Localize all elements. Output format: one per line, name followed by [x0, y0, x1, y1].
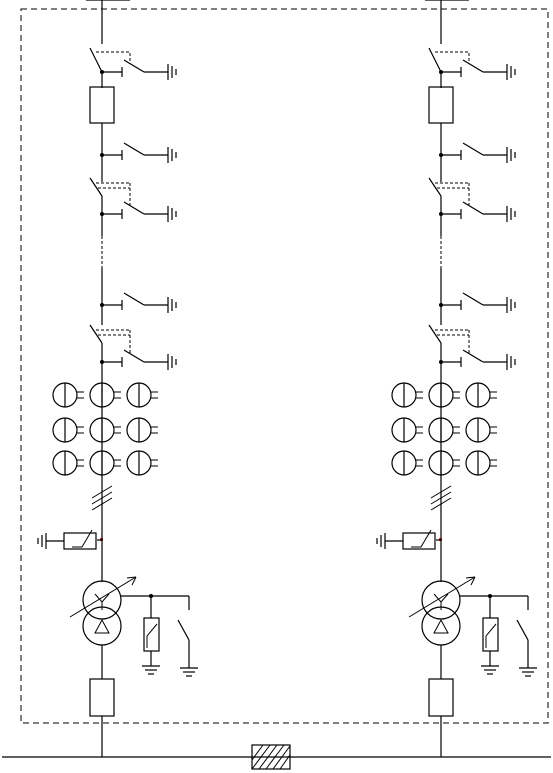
- three-phase-mark: [91, 485, 113, 511]
- incoming-terminal: [86, 0, 130, 44]
- surge-arrester: [376, 529, 442, 550]
- circuit-breaker-top: [428, 86, 454, 124]
- feeder-right: [376, 0, 537, 757]
- power-transformer: [69, 576, 137, 646]
- current-transformer-grid: [52, 382, 158, 476]
- three-phase-mark: [430, 485, 452, 511]
- current-transformer: [391, 382, 423, 408]
- neutral-switch: [516, 619, 529, 641]
- current-transformer: [391, 417, 423, 443]
- neutral-resistor: [143, 617, 160, 652]
- earthing-switch-2: [100, 142, 177, 163]
- neutral-grounding: [460, 594, 537, 677]
- earthing-switch-4: [439, 292, 516, 313]
- surge-arrester: [37, 529, 103, 550]
- power-transformer: [408, 576, 476, 646]
- earthing-switch-5: [100, 349, 177, 370]
- neutral-switch: [177, 619, 190, 641]
- current-transformer: [89, 382, 121, 408]
- earthing-switch-4: [100, 292, 177, 313]
- bus-coupler-hatch: [251, 744, 291, 770]
- current-transformer: [126, 450, 158, 476]
- earthing-switch-2: [439, 142, 516, 163]
- earthing-switch-1: [439, 59, 516, 80]
- neutral-resistor: [482, 617, 499, 652]
- disconnector-mid: [428, 177, 470, 205]
- disconnector-top: [428, 47, 442, 73]
- incoming-terminal: [425, 0, 469, 44]
- current-transformer: [465, 450, 497, 476]
- earthing-switch-1: [100, 59, 177, 80]
- current-transformer: [428, 450, 460, 476]
- earthing-switch-3: [100, 201, 177, 222]
- earthing-switch-3: [439, 201, 516, 222]
- main-busbar: [2, 744, 551, 770]
- circuit-breaker-top: [89, 86, 115, 124]
- earthing-switch-5: [439, 349, 516, 370]
- current-transformer: [52, 417, 84, 443]
- circuit-breaker-bottom: [89, 678, 115, 717]
- disconnector-lower: [89, 324, 131, 353]
- current-transformer: [52, 450, 84, 476]
- interlock-top: [435, 51, 470, 64]
- disconnector-mid: [89, 177, 131, 205]
- disconnector-lower: [428, 324, 470, 353]
- neutral-grounding: [121, 594, 198, 677]
- current-transformer: [52, 382, 84, 408]
- current-transformer: [391, 450, 423, 476]
- switchgear-enclosure: [20, 8, 549, 724]
- bus-coupler-box: [251, 744, 291, 770]
- current-transformer: [126, 417, 158, 443]
- current-transformer: [465, 382, 497, 408]
- current-transformer: [465, 417, 497, 443]
- current-transformer: [89, 450, 121, 476]
- current-transformer: [428, 382, 460, 408]
- current-transformer: [428, 417, 460, 443]
- feeder-left: [37, 0, 198, 757]
- current-transformer-grid: [391, 382, 497, 476]
- circuit-breaker-bottom: [428, 678, 454, 717]
- interlock-top: [96, 51, 131, 64]
- current-transformer: [126, 382, 158, 408]
- current-transformer: [89, 417, 121, 443]
- disconnector-top: [89, 47, 103, 73]
